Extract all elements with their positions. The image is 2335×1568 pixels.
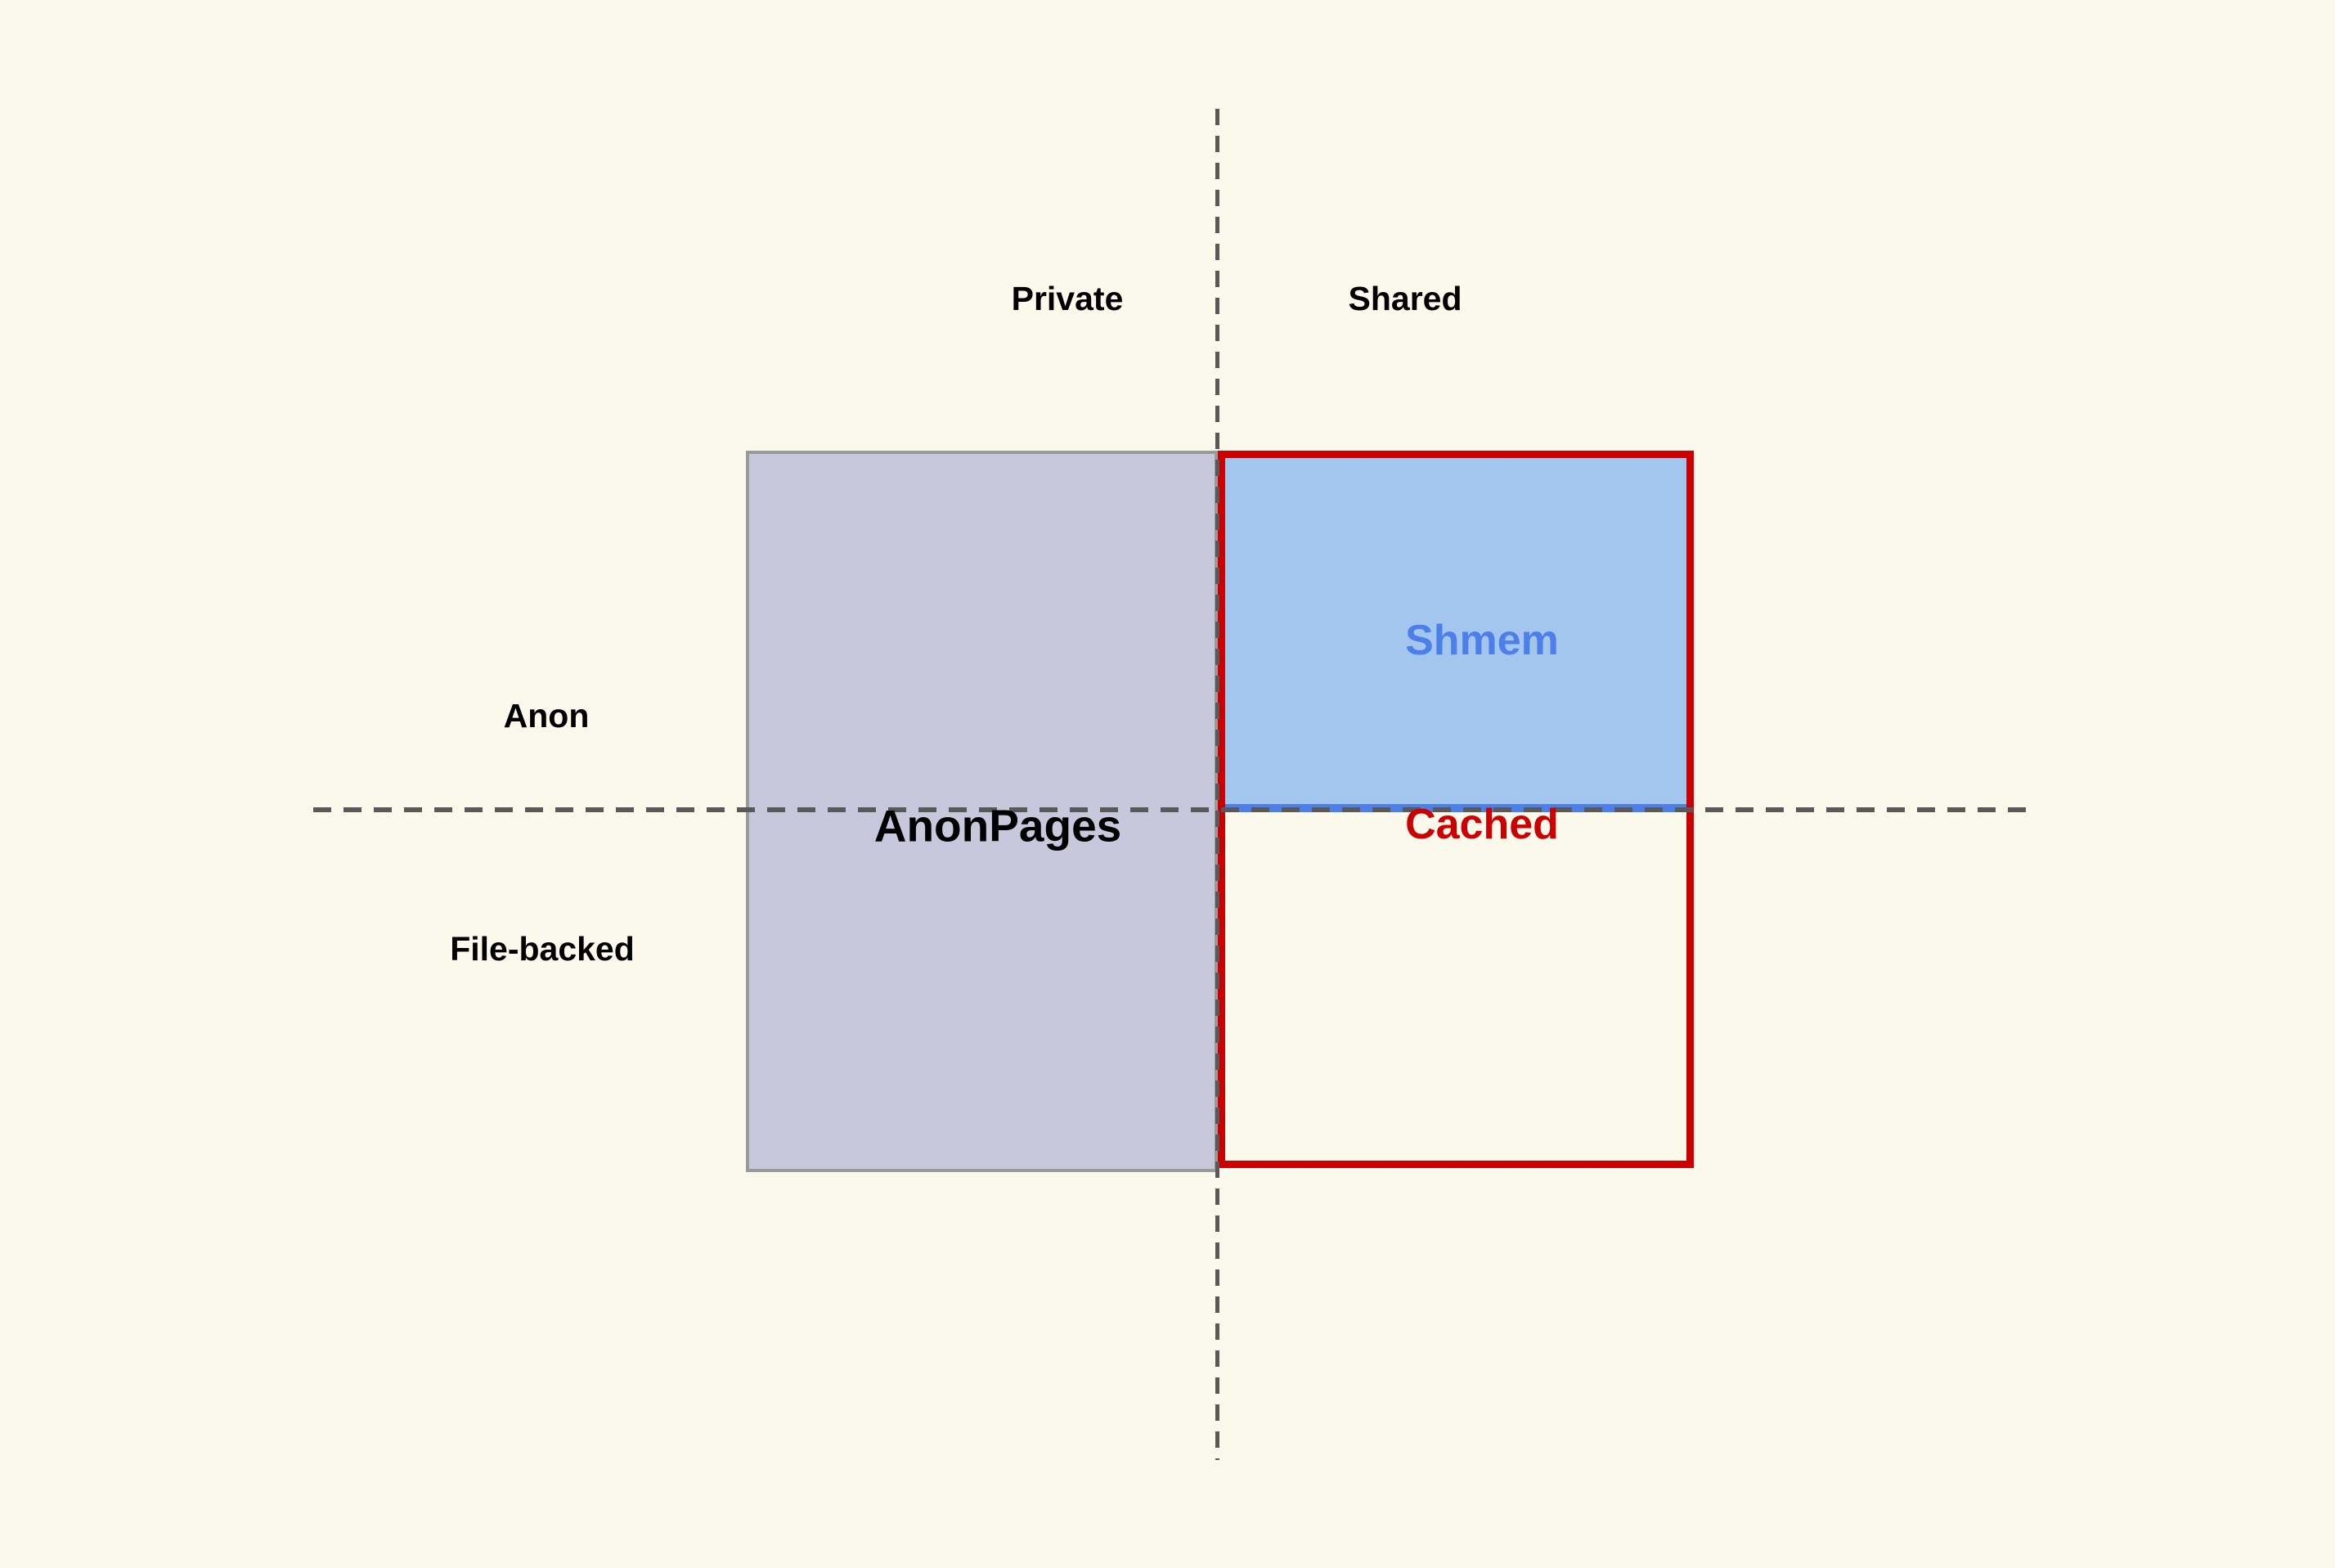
region-label-cached: Cached — [1405, 801, 1559, 848]
quadrant-label-anon: Anon — [503, 697, 590, 735]
shmem-region — [1225, 458, 1686, 812]
private-shared-divider — [1215, 109, 1219, 1460]
quadrant-label-private: Private — [1011, 280, 1124, 317]
region-label-anonpages: AnonPages — [873, 800, 1122, 851]
anon-filebacked-divider — [313, 807, 2031, 812]
region-label-shmem: Shmem — [1405, 617, 1559, 664]
quadrant-label-shared: Shared — [1348, 280, 1462, 317]
quadrant-label-file-backed: File-backed — [450, 930, 635, 968]
